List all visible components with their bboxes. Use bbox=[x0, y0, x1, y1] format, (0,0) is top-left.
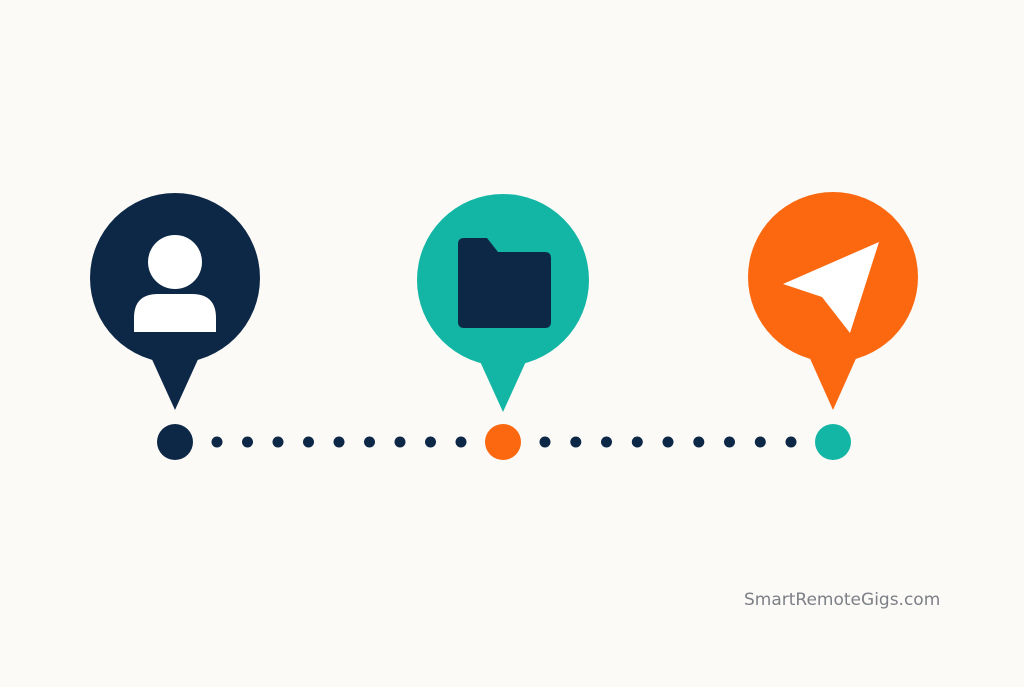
timeline-node-1 bbox=[157, 424, 193, 460]
connector-dot bbox=[242, 436, 253, 448]
connector-dot bbox=[724, 436, 735, 448]
connector-dot bbox=[303, 436, 314, 448]
timeline-node-2 bbox=[485, 424, 521, 460]
timeline-node-3 bbox=[815, 424, 851, 460]
step-marker-3 bbox=[748, 192, 918, 410]
connector-dot bbox=[211, 436, 223, 448]
connector-dot bbox=[662, 436, 674, 448]
step-marker-1 bbox=[90, 193, 260, 410]
connector-dot bbox=[455, 436, 467, 448]
watermark-text: SmartRemoteGigs.com bbox=[744, 590, 941, 610]
connector-dot bbox=[333, 436, 345, 448]
connector-dot bbox=[272, 436, 284, 448]
dotted-connector bbox=[211, 436, 797, 448]
folder-icon bbox=[458, 238, 551, 328]
connector-dot bbox=[693, 436, 705, 448]
connector-dot bbox=[754, 436, 766, 448]
connector-dot bbox=[364, 436, 375, 448]
connector-dot bbox=[539, 436, 551, 448]
send-icon bbox=[783, 242, 879, 333]
connector-dot bbox=[570, 436, 582, 448]
connector-dot bbox=[425, 436, 436, 448]
connector-dot bbox=[601, 436, 612, 448]
connector-dot bbox=[631, 436, 643, 448]
connector-dot bbox=[394, 436, 406, 448]
step-marker-2 bbox=[417, 194, 589, 412]
connector-dot bbox=[785, 436, 797, 448]
user-icon bbox=[134, 235, 216, 332]
